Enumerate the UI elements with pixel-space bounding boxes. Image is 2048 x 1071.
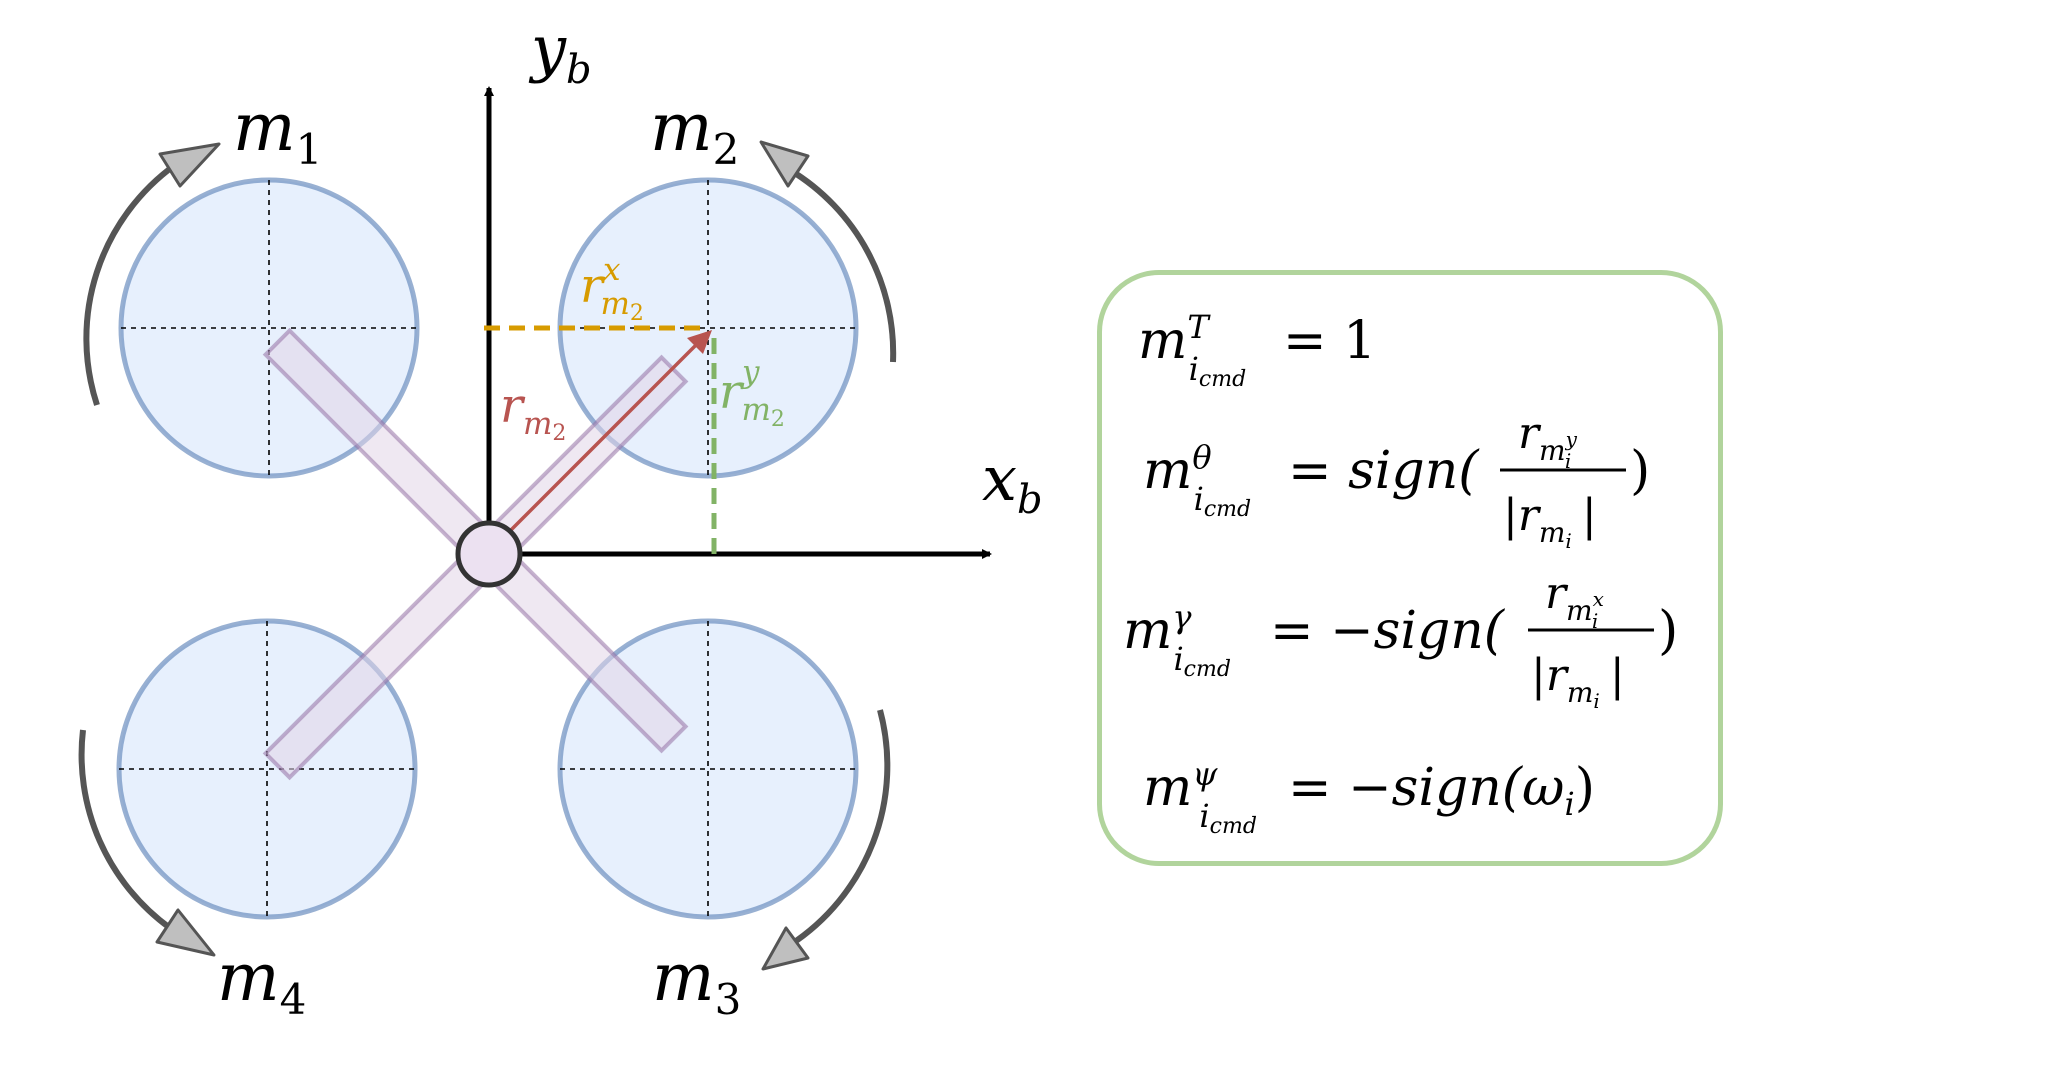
r-m2-vector: [507, 343, 698, 534]
svg-text:= 1: = 1: [1283, 311, 1376, 371]
motor-label-m1: m1: [233, 89, 322, 174]
r-m2-label: rm2: [500, 378, 566, 446]
svg-text:|rmi|: |rmi|: [1503, 490, 1597, 553]
body-center: [455, 520, 523, 588]
rotation-arrow-m4: [78, 729, 216, 957]
svg-text:|rmi|: |rmi|: [1531, 650, 1625, 713]
motor-label-m2: m2: [650, 89, 739, 174]
equation-box: [1097, 270, 1723, 866]
motor-label-m3: m3: [652, 939, 741, 1024]
svg-text:= sign(: = sign(: [1288, 441, 1480, 501]
svg-text:= −sign(: = −sign(: [1270, 601, 1506, 661]
y-axis-label: yb: [528, 12, 592, 93]
svg-text:= −sign(ωi): = −sign(ωi): [1288, 758, 1595, 823]
rotation-arrow-m2: [759, 140, 897, 363]
svg-text:): ): [1630, 441, 1650, 501]
r-m2-arrowhead: [687, 330, 712, 354]
motor-label-m4: m4: [217, 939, 306, 1024]
x-axis-label: xb: [982, 442, 1043, 523]
rotation-arrow-m3: [761, 709, 891, 971]
rotation-arrow-m1: [83, 142, 221, 406]
svg-text:): ): [1658, 601, 1678, 661]
